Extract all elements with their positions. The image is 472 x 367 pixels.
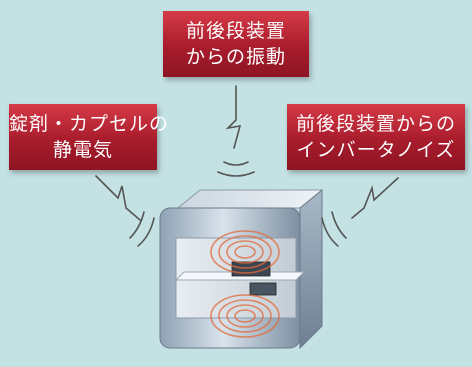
signal-arrow-static xyxy=(95,175,155,247)
label-vibration-line1: 前後段装置 xyxy=(185,20,286,42)
device-illustration xyxy=(159,188,324,350)
label-static-line1: 錠剤・カプセルの xyxy=(9,113,170,135)
signal-arrow-noise xyxy=(321,177,399,247)
vibration-ripple-upper xyxy=(210,230,280,274)
label-noise-line2: インバータノイズ xyxy=(296,139,456,161)
label-noise: 前後段装置からの インバータノイズ xyxy=(287,104,465,170)
label-vibration-line2: からの振動 xyxy=(185,46,286,68)
label-static: 錠剤・カプセルの 静電気 xyxy=(9,104,170,170)
vibration-ripple-lower xyxy=(210,294,280,338)
label-vibration: 前後段装置 からの振動 xyxy=(163,11,309,77)
label-static-line2: 静電気 xyxy=(52,139,113,161)
label-noise-line1: 前後段装置からの xyxy=(295,113,456,135)
signal-arrow-vibration xyxy=(217,85,255,177)
